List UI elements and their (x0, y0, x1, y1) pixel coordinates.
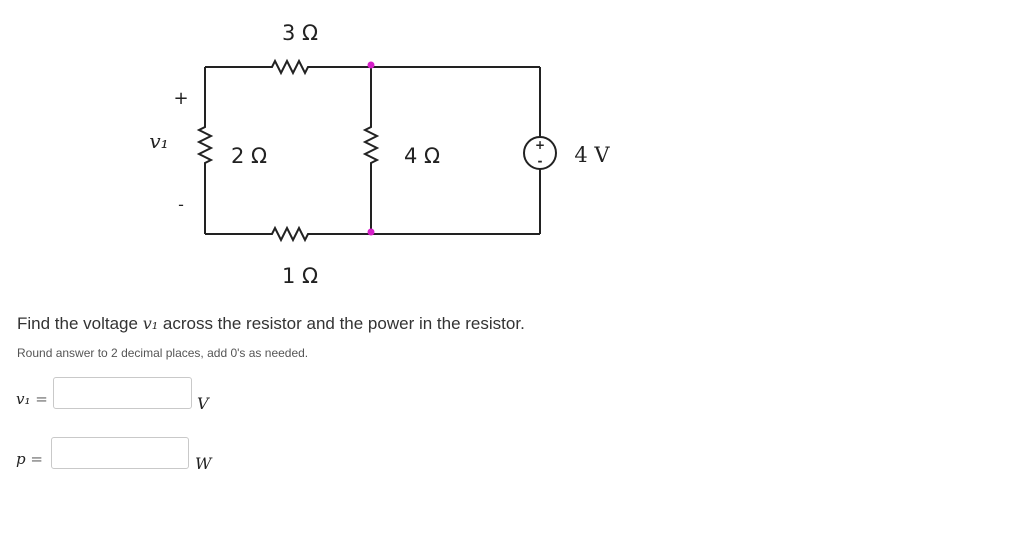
power-unit: W (195, 454, 212, 473)
answer-label-p: p = (16, 450, 43, 468)
voltage-source-icon (523, 136, 557, 170)
bottom-wire (205, 225, 540, 243)
power-input[interactable] (51, 437, 189, 469)
source-label: 4 V (574, 143, 610, 167)
v1-unit: V (197, 394, 209, 413)
question-prefix: Find the voltage (17, 314, 138, 333)
top-wire (205, 58, 540, 76)
rounding-hint: Round answer to 2 decimal places, add 0'… (17, 346, 309, 360)
question-var: v₁ (142, 314, 159, 333)
left-resistor-label: 2 Ω (231, 144, 267, 168)
middle-resistor-label: 4 Ω (404, 144, 440, 168)
question-suffix: across the resistor and the power in the… (162, 314, 525, 333)
v1-label: v₁ (149, 129, 168, 153)
bottom-resistor-label: 1 Ω (282, 264, 318, 288)
v1-plus: + (173, 88, 188, 109)
answer-label-v1: v₁ = (16, 390, 48, 408)
v1-minus: - (178, 195, 184, 214)
circuit-diagram: 3 Ω 2 Ω 4 Ω 1 Ω + - 4 V + v₁ - (149, 21, 610, 288)
node-top (367, 61, 375, 69)
middle-branch (362, 67, 380, 234)
top-resistor-label: 3 Ω (282, 21, 318, 45)
source-plus: + (535, 138, 545, 152)
node-bottom (367, 228, 375, 236)
source-minus: - (538, 154, 543, 168)
left-branch (196, 67, 214, 234)
question-text: Find the voltage v₁ across the resistor … (17, 314, 525, 334)
v1-input[interactable] (53, 377, 192, 409)
